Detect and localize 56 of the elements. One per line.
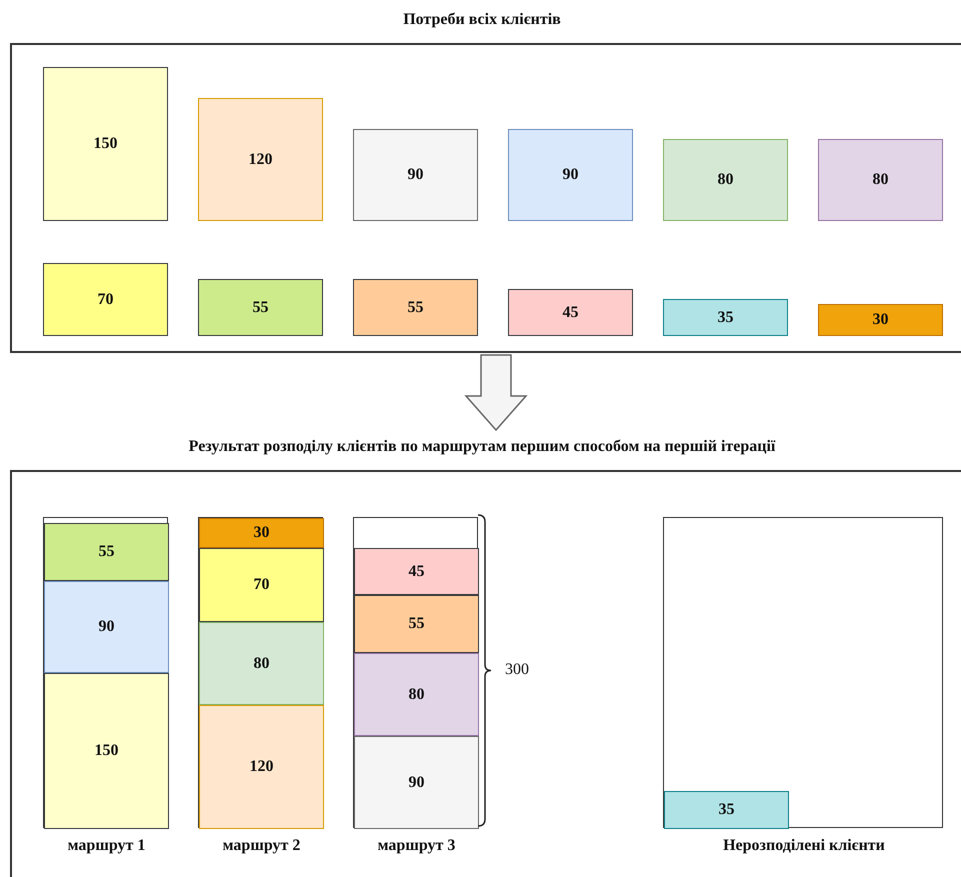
demand-value: 90: [562, 166, 580, 184]
demand-value: 90: [406, 166, 424, 184]
demand-box: [44, 523, 169, 581]
demand-box: [354, 595, 479, 653]
column-label: Нерозподілені клієнти: [722, 837, 886, 855]
demand-value: 55: [408, 615, 426, 633]
demand-box: [354, 653, 479, 736]
demand-box: [508, 289, 633, 336]
demand-box: [353, 279, 478, 336]
demand-value: 120: [248, 150, 274, 168]
demand-value: 80: [872, 171, 890, 189]
demand-value: 30: [252, 524, 270, 542]
demand-value: 45: [562, 304, 580, 322]
demand-value: 55: [406, 298, 424, 316]
demand-box: [664, 791, 789, 829]
demand-value: 90: [98, 618, 116, 636]
demand-value: 80: [716, 171, 734, 189]
demand-box: [198, 279, 323, 336]
demand-value: 150: [94, 742, 120, 760]
demand-value: 55: [98, 543, 116, 561]
demand-box: [663, 299, 788, 336]
demand-value: 80: [252, 654, 270, 672]
block-arrow: [464, 354, 528, 432]
demand-box: [663, 139, 788, 221]
column-label: маршрут 3: [376, 837, 456, 855]
panel-heading: Потреби всіх клієнтів: [402, 11, 562, 29]
demand-value: 35: [718, 801, 736, 819]
demand-value: 30: [872, 311, 890, 329]
demand-value: 70: [96, 290, 114, 308]
demand-box: [44, 673, 169, 829]
demand-value: 120: [248, 758, 274, 776]
demand-box: [43, 263, 168, 336]
demand-box: [44, 581, 169, 673]
demand-box: [353, 129, 478, 221]
demand-box: [818, 304, 943, 336]
demand-box: [354, 548, 479, 595]
demand-box: [354, 736, 479, 829]
demand-box: [199, 518, 324, 548]
column-label: маршрут 2: [222, 837, 302, 855]
demand-value: 70: [252, 576, 270, 594]
demand-box: [199, 622, 324, 705]
demand-value: 55: [252, 298, 270, 316]
demand-value: 90: [408, 774, 426, 792]
panel-heading: Результат розподілу клієнтів по маршрутам першим способом на першій ітерації: [188, 438, 776, 456]
demand-box: [508, 129, 633, 221]
demand-box: [199, 548, 324, 622]
demand-value: 80: [408, 686, 426, 704]
column-label: маршрут 1: [66, 837, 146, 855]
demand-box: [198, 98, 323, 221]
demand-value: 45: [408, 562, 426, 580]
demand-value: 35: [716, 308, 734, 326]
demand-box: [43, 67, 168, 221]
demand-box: [818, 139, 943, 221]
demand-value: 150: [92, 135, 118, 153]
demand-box: [199, 705, 324, 829]
dimension-label: 300: [505, 660, 529, 678]
